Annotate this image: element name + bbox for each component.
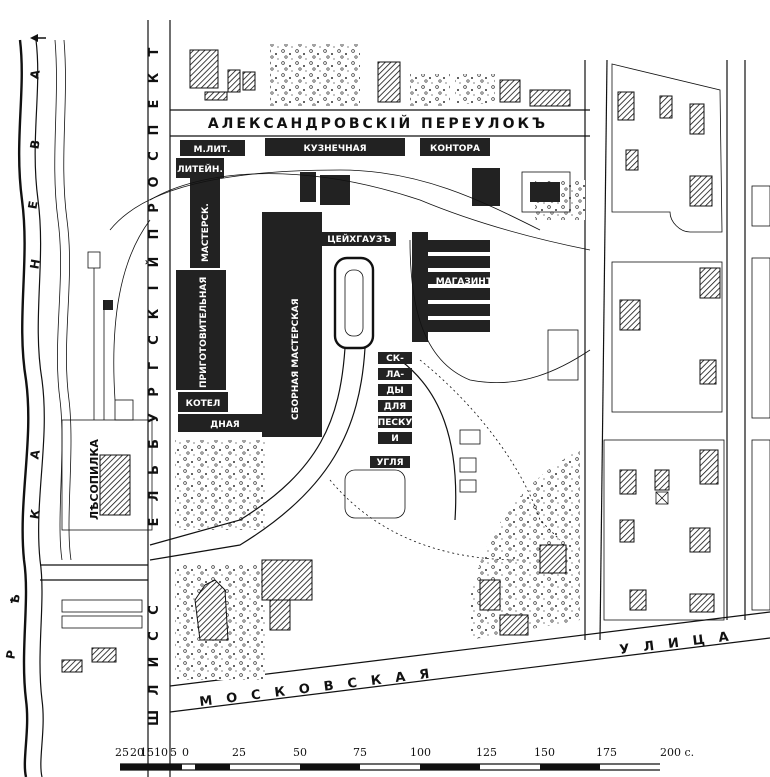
factory-buildings: КУЗНЕЧНАЯ КОНТОРА М.ЛИТ. ЛИТЕЙН. МАСТЕРС… [176,138,571,437]
ulitsa-label: УЛИЦА [619,628,744,658]
street-letter: Й [146,257,162,268]
sheds-label: СК- [386,354,404,364]
river-letter: А [27,448,43,460]
arsenal-label: ЦЕЙХГАУЗЪ [327,233,390,245]
preparatory-workshop-building [176,270,226,390]
street-letter: Е [147,100,162,109]
street-letter: Ш [147,710,162,726]
river-label: Р Ѣ К А Н Е В А [3,68,43,660]
street-letter: Б [147,439,162,449]
railway-tracks [109,169,591,561]
boiler-label-2: ДНАЯ [210,420,240,430]
buildings-south [61,544,567,673]
mekhanicheskaya-ulitsa [726,60,746,620]
street-letter: Л [147,491,162,502]
scale-label: 15 [140,746,154,759]
river-letter: Н [27,258,43,270]
river-letter: В [27,139,42,150]
office-building [420,138,490,156]
street-letter: Р [147,203,162,213]
warehouse-building: МАГАЗИНЪ [412,232,494,342]
workshop-label: МАСТЕРСК. [201,203,211,262]
sand-coal-sheds: СК- ЛА- ДЫ ДЛЯ ПЕСКУ И УГЛЯ [344,352,481,519]
scale-label: 25 [232,746,246,759]
street-letter: О [147,176,162,187]
street-letter: Г [147,362,162,370]
canal [40,564,148,581]
forge-building [265,138,405,156]
assembly-label: СБОРНАЯ МАСТЕРСКАЯ [291,298,301,420]
foundry-building [176,158,224,178]
scale-label: 175 [596,746,617,759]
sawmill-label: ЛѢСОПИЛКА [88,439,101,520]
river-letter: А [27,68,43,80]
aleksandrovsky-pereulok: АЛЕКСАНДРОВСКIЙ ПЕРЕУЛОКЪ [170,109,590,137]
river-letter: Е [25,200,40,211]
buildings-north [189,49,571,107]
scale-label: 20 [130,746,144,759]
sheds-label: ДЫ [386,386,403,396]
scale-label: 125 [476,746,497,759]
sheds-label: ДЛЯ [384,402,406,412]
scale-label: 100 [410,746,431,759]
right-city-blocks [547,63,770,621]
river-letter: Ѣ [7,593,23,605]
river-letter: К [27,508,43,520]
shlisselburgsky-prospekt: Т К Е П С О Р П Й I К С Г Р У Б Ь Л Е С … [146,20,171,777]
scale-label: 5 [170,746,177,759]
street-letter: Р [147,387,162,397]
street-letter: К [147,308,162,319]
river-neva [17,39,72,777]
north-arrow-icon [30,34,46,42]
street-letter: П [147,229,162,240]
sheds-label: ЛА- [386,370,404,380]
scale-label: 200 с. [660,746,694,759]
pereulok-label: АЛЕКСАНДРОВСКIЙ ПЕРЕУЛОКЪ [208,115,548,132]
scale-label: 150 [534,746,555,759]
boiler-building-2 [178,414,273,432]
street-letter: И [147,657,162,668]
boiler-label-1: КОТЕЛ [186,399,221,409]
scale-label: 50 [293,746,307,759]
scale-bar: 25 20 15 10 5 0 25 50 75 100 125 150 175… [115,746,694,771]
assembly-workshop-building [262,212,322,437]
street-letter: I [147,286,162,291]
street-letter: Ь [147,465,162,475]
foundry-label: ЛИТЕЙН. [177,163,223,175]
preparatory-label: ПРИГОТОВИТЕЛЬНАЯ [199,277,209,388]
small-foundry-building [180,140,245,156]
warehouse-label: МАГАЗИНЪ [436,277,495,287]
street-letter: У [147,413,162,423]
street-letter: Е [147,518,162,527]
sheds-label: И [391,434,399,444]
sheds-label: ПЕСКУ [378,418,413,428]
street-letter: Л [147,685,162,696]
office-label: КОНТОРА [430,144,480,154]
street-letter: С [147,605,162,615]
street-letter: К [147,72,162,83]
street-letter: С [147,631,162,641]
forge-label: КУЗНЕЧНАЯ [303,144,366,154]
small-foundry-label: М.ЛИТ. [194,145,231,155]
scale-label: 10 [154,746,168,759]
scale-label: 75 [353,746,367,759]
street-letter: Т [147,47,162,56]
sawmill-complex: ЛѢСОПИЛКА [61,251,153,531]
aleksandrovskaya-ulitsa [584,59,608,641]
arsenal-building [322,232,396,246]
boiler-building [178,392,228,412]
street-letter: С [147,151,162,161]
workshop-building [190,178,220,268]
river-letter: Р [3,649,18,660]
scale-label: 25 [115,746,129,759]
street-letter: П [147,125,162,136]
sheds-label: УГЛЯ [376,458,403,468]
street-letter: С [147,335,162,345]
scale-label: 0 [182,746,189,759]
